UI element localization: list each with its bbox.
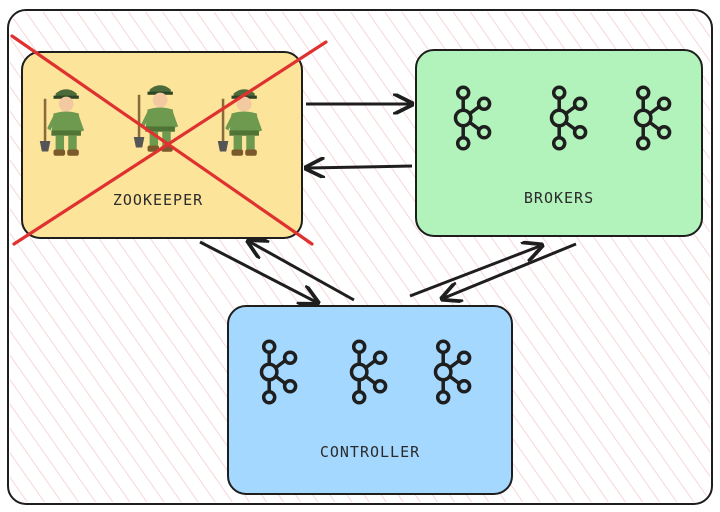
- arrow-controller-to-brokers: [409, 246, 540, 298]
- brokers-box: [415, 49, 703, 237]
- zookeeper-label: ZOOKEEPER: [112, 191, 204, 209]
- arrow-controller-to-zookeeper: [250, 242, 355, 302]
- brokers-label: BROKERS: [523, 189, 595, 207]
- zookeeper-box: [10, 34, 328, 246]
- arrow-brokers-to-zookeeper: [308, 166, 413, 168]
- controller-box: [227, 305, 513, 495]
- arrow-zookeeper-to-controller: [199, 240, 316, 302]
- controller-label: CONTROLLER: [319, 443, 421, 461]
- arrow-brokers-to-controller: [444, 242, 577, 298]
- cross-out-line: [10, 34, 314, 246]
- cross-out-line: [12, 40, 328, 246]
